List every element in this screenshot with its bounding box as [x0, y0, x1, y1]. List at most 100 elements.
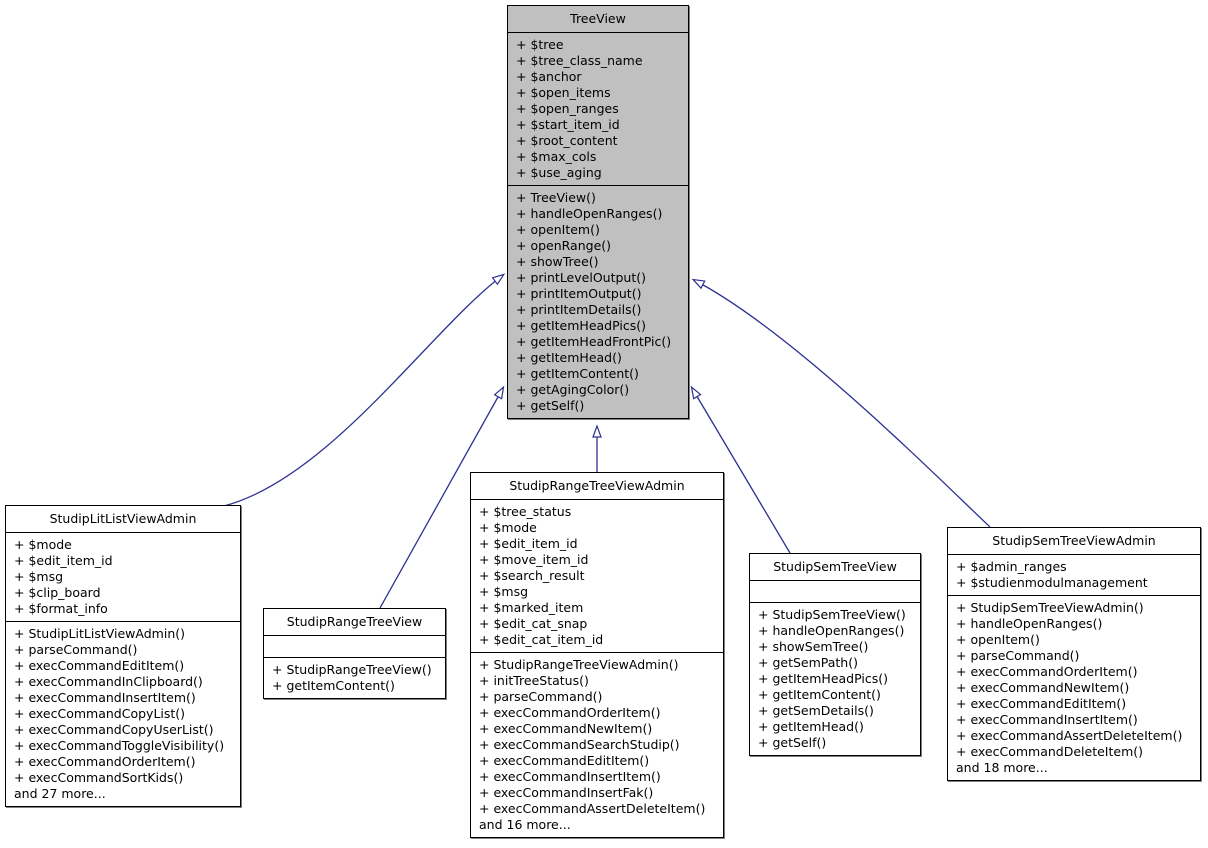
- method: + execCommandOrderItem(): [14, 754, 196, 769]
- attributes-compartment-studipRangeTreeView: [264, 636, 445, 658]
- method: + handleOpenRanges(): [956, 616, 1103, 631]
- method: + execCommandCopyList(): [14, 706, 186, 721]
- class-title-studipRangeTreeView: StudipRangeTreeView: [264, 609, 445, 636]
- method: + getAgingColor(): [516, 382, 630, 397]
- attribute: + $admin_ranges: [956, 559, 1067, 574]
- attribute: + $tree_class_name: [516, 53, 643, 68]
- attribute: + $msg: [14, 569, 64, 584]
- method: + getItemHead(): [516, 350, 622, 365]
- attribute: + $edit_cat_snap: [479, 616, 588, 631]
- method: + parseCommand(): [14, 642, 138, 657]
- method: + execCommandSearchStudip(): [479, 737, 680, 752]
- method: + getSelf(): [758, 735, 827, 750]
- method: + getItemHeadPics(): [758, 671, 888, 686]
- method: + getItemContent(): [758, 687, 881, 702]
- method: + printLevelOutput(): [516, 270, 646, 285]
- method: + getItemContent(): [272, 678, 395, 693]
- method: + getItemHead(): [758, 719, 864, 734]
- method: + getSelf(): [516, 398, 585, 413]
- methods-compartment-studipRangeTreeView: + StudipRangeTreeView() + getItemContent…: [264, 658, 445, 698]
- method: + execCommandInsertItem(): [14, 690, 196, 705]
- method: + getSemDetails(): [758, 703, 874, 718]
- method: + printItemDetails(): [516, 302, 642, 317]
- attribute: + $use_aging: [516, 165, 602, 180]
- method: + handleOpenRanges(): [516, 206, 663, 221]
- attributes-compartment-studipSemTreeViewAdmin: + $admin_ranges + $studienmodulmanagemen…: [948, 555, 1200, 596]
- method: + execCommandAssertDeleteItem(): [956, 728, 1183, 743]
- class-box-studipSemTreeView[interactable]: StudipSemTreeView + StudipSemTreeView() …: [749, 553, 921, 756]
- attributes-compartment-studipSemTreeView: [750, 581, 920, 603]
- attribute: + $anchor: [516, 69, 582, 84]
- method: + StudipRangeTreeViewAdmin(): [479, 657, 679, 672]
- class-title-treeview: TreeView: [508, 6, 688, 33]
- method: + StudipSemTreeView(): [758, 607, 906, 622]
- method: + execCommandOrderItem(): [479, 705, 661, 720]
- method: + execCommandNewItem(): [479, 721, 653, 736]
- attribute: + $mode: [479, 520, 537, 535]
- attribute: + $search_result: [479, 568, 585, 583]
- method: + execCommandNewItem(): [956, 680, 1130, 695]
- method: + getItemHeadFrontPic(): [516, 334, 672, 349]
- method: + StudipLitListViewAdmin(): [14, 626, 185, 641]
- more-members-label: and 27 more...: [14, 786, 106, 801]
- class-box-studipSemTreeViewAdmin[interactable]: StudipSemTreeViewAdmin + $admin_ranges +…: [947, 527, 1201, 781]
- class-box-studipRangeTreeViewAdmin[interactable]: StudipRangeTreeViewAdmin + $tree_status …: [470, 472, 724, 838]
- method: + parseCommand(): [479, 689, 603, 704]
- attribute: + $edit_cat_item_id: [479, 632, 604, 647]
- method: + showTree(): [516, 254, 599, 269]
- method: + getItemContent(): [516, 366, 639, 381]
- method: + showSemTree(): [758, 639, 869, 654]
- class-box-studipRangeTreeView[interactable]: StudipRangeTreeView + StudipRangeTreeVie…: [263, 608, 446, 699]
- attributes-compartment-studipRangeTreeViewAdmin: + $tree_status + $mode + $edit_item_id +…: [471, 500, 723, 653]
- class-title-studipLitListViewAdmin: StudipLitListViewAdmin: [6, 506, 240, 533]
- edge-semtreeviewadmin-treeview: [691, 278, 991, 528]
- attributes-compartment-studipLitListViewAdmin: + $mode + $edit_item_id + $msg + $clip_b…: [6, 533, 240, 622]
- class-title-studipSemTreeView: StudipSemTreeView: [750, 554, 920, 581]
- method: + execCommandToggleVisibility(): [14, 738, 225, 753]
- method: + printItemOutput(): [516, 286, 642, 301]
- attribute: + $max_cols: [516, 149, 597, 164]
- attribute: + $move_item_id: [479, 552, 589, 567]
- method: + getItemHeadPics(): [516, 318, 646, 333]
- method: + execCommandAssertDeleteItem(): [479, 801, 706, 816]
- method: + execCommandCopyUserList(): [14, 722, 214, 737]
- attribute: + $open_items: [516, 85, 611, 100]
- class-title-studipRangeTreeViewAdmin: StudipRangeTreeViewAdmin: [471, 473, 723, 500]
- attribute: + $edit_item_id: [479, 536, 578, 551]
- attribute: + $clip_board: [14, 585, 101, 600]
- method: + StudipRangeTreeView(): [272, 662, 432, 677]
- attribute: + $open_ranges: [516, 101, 619, 116]
- method: + execCommandEditItem(): [956, 696, 1127, 711]
- method: + openItem(): [956, 632, 1040, 647]
- class-box-treeview[interactable]: TreeView + $tree + $tree_class_name + $a…: [507, 5, 689, 419]
- method: + StudipSemTreeViewAdmin(): [956, 600, 1144, 615]
- edge-litlistviewadmin-treeview: [223, 273, 506, 507]
- method: + parseCommand(): [956, 648, 1080, 663]
- method: + initTreeStatus(): [479, 673, 589, 688]
- method: + execCommandInClipboard(): [14, 674, 203, 689]
- method: + handleOpenRanges(): [758, 623, 905, 638]
- attribute: + $studienmodulmanagement: [956, 575, 1148, 590]
- method: + execCommandInsertFak(): [479, 785, 654, 800]
- methods-compartment-treeview: + TreeView() + handleOpenRanges() + open…: [508, 186, 688, 418]
- attribute: + $msg: [479, 584, 529, 599]
- attribute: + $mode: [14, 537, 72, 552]
- method: + execCommandDeleteItem(): [956, 744, 1144, 759]
- attributes-compartment-treeview: + $tree + $tree_class_name + $anchor + $…: [508, 33, 688, 186]
- method: + execCommandSortKids(): [14, 770, 184, 785]
- attribute: + $tree: [516, 37, 564, 52]
- class-box-studipLitListViewAdmin[interactable]: StudipLitListViewAdmin + $mode + $edit_i…: [5, 505, 241, 807]
- method: + execCommandEditItem(): [479, 753, 650, 768]
- more-members-label: and 18 more...: [956, 760, 1048, 775]
- attribute: + $tree_status: [479, 504, 572, 519]
- method: + TreeView(): [516, 190, 596, 205]
- methods-compartment-studipRangeTreeViewAdmin: + StudipRangeTreeViewAdmin() + initTreeS…: [471, 653, 723, 837]
- more-members-label: and 16 more...: [479, 817, 571, 832]
- attribute: + $root_content: [516, 133, 618, 148]
- attribute: + $format_info: [14, 601, 108, 616]
- method: + getSemPath(): [758, 655, 858, 670]
- attribute: + $edit_item_id: [14, 553, 113, 568]
- methods-compartment-studipSemTreeView: + StudipSemTreeView() + handleOpenRanges…: [750, 603, 920, 755]
- methods-compartment-studipSemTreeViewAdmin: + StudipSemTreeViewAdmin() + handleOpenR…: [948, 596, 1200, 780]
